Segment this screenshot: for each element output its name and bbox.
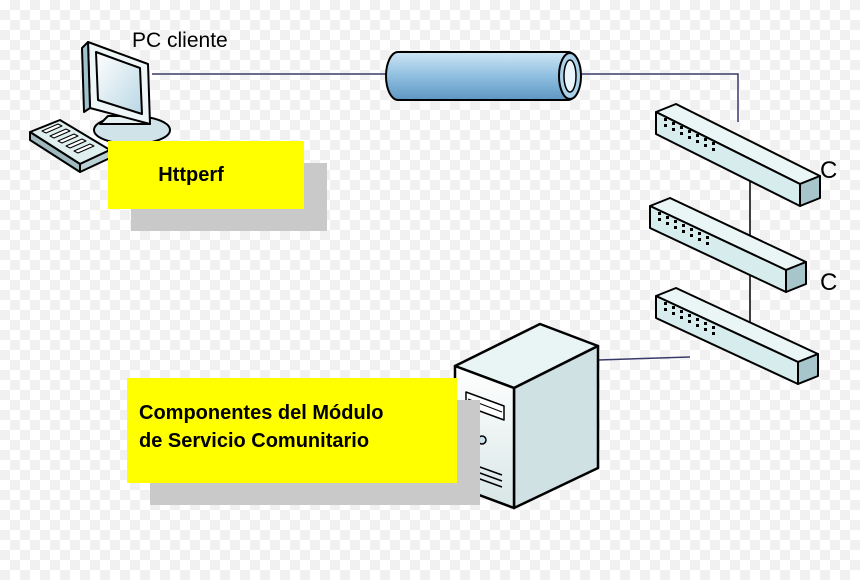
switch-icon-2 [649,197,807,293]
client-label: PC cliente [132,29,228,50]
server-label: Componentes del Módulo de Servicio Comun… [139,399,459,455]
server-label-line-1: Componentes del Módulo [139,402,384,424]
switch-2-label: C [820,269,838,296]
switch-icon-1 [655,103,821,207]
tool-label-box [108,141,304,209]
switch-icon-3 [655,287,819,385]
switch-1-label: C [820,157,838,184]
network-links [152,73,739,361]
tool-label: Httperf [158,164,224,186]
link-server-switch [597,356,691,361]
network-tube-icon [385,51,582,101]
server-label-line-2: de Servicio Comunitario [139,430,370,452]
keyboard-icon [29,119,111,173]
link-tube-switch [578,73,739,122]
monitor-icon [81,41,171,145]
server-label-box [127,378,457,483]
